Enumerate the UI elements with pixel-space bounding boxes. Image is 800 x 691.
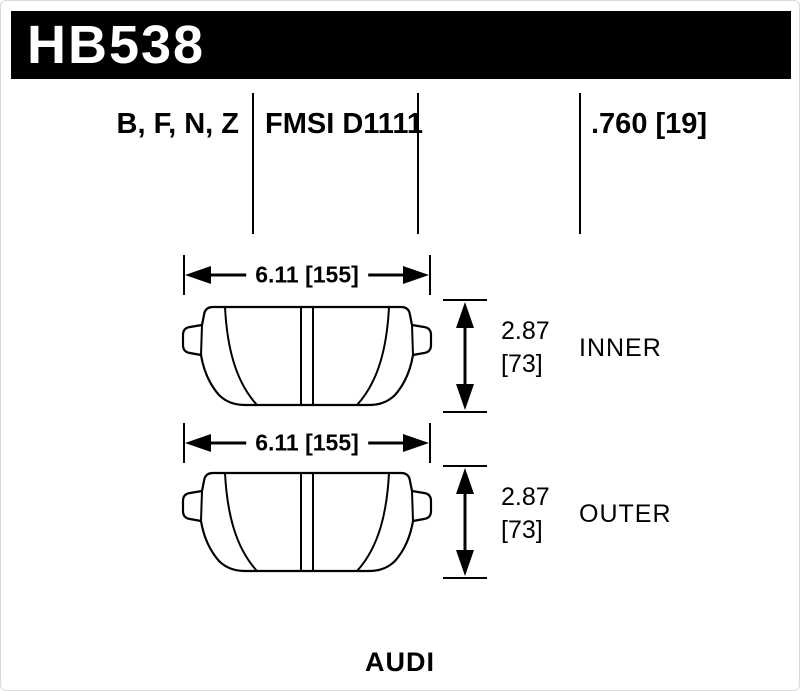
height-inches: 2.87 [501, 483, 550, 511]
outer-height-value: 2.87 [73] [501, 481, 550, 547]
inner-width-dimension: 6.11 [155] [183, 255, 431, 295]
height-mm: [73] [501, 516, 543, 544]
inner-height-value: 2.87 [73] [501, 315, 550, 381]
inner-height-dimension [443, 299, 487, 413]
height-mm: [73] [501, 350, 543, 378]
spec-divider-line [579, 93, 581, 234]
height-dimension-arrow-icon [443, 299, 487, 413]
part-number: HB538 [27, 15, 206, 75]
height-inches: 2.87 [501, 317, 550, 345]
spec-divider-line [252, 93, 254, 234]
width-dimension-value: 6.11 [155] [246, 429, 368, 457]
height-dimension-arrow-icon [443, 465, 487, 579]
pad-side-label-outer: OUTER [579, 500, 672, 528]
vehicle-make: AUDI [365, 647, 435, 677]
brake-pad-drawing-inner [181, 305, 433, 407]
spec-divider-line [417, 93, 419, 234]
fmsi-number: FMSI D1111 [265, 108, 423, 140]
pad-side-label-inner: INNER [579, 334, 662, 362]
pad-thickness: .760 [19] [591, 108, 708, 140]
outer-width-dimension: 6.11 [155] [183, 423, 431, 463]
outer-height-dimension [443, 465, 487, 579]
width-dimension-value: 6.11 [155] [246, 261, 368, 289]
compound-codes: B, F, N, Z [116, 108, 239, 140]
brake-pad-drawing-outer [181, 471, 433, 573]
part-number-banner: HB538 [11, 11, 791, 79]
